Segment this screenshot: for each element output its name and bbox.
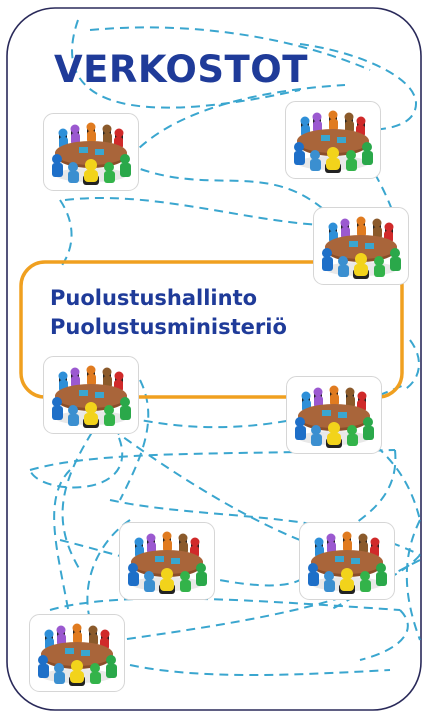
diagram-title: VERKOSTOT (54, 48, 308, 91)
round-table-meeting-icon (286, 376, 382, 454)
organization-line-1: Puolustushallinto (50, 286, 258, 310)
organization-box (19, 260, 404, 399)
round-table-meeting-icon (43, 113, 139, 191)
round-table-meeting-icon (119, 522, 215, 600)
round-table-meeting-icon (29, 614, 125, 692)
round-table-meeting-icon (285, 101, 381, 179)
outer-frame (6, 7, 422, 711)
organization-line-2: Puolustusministeriö (50, 315, 287, 339)
round-table-meeting-icon (313, 207, 409, 285)
round-table-meeting-icon (43, 356, 139, 434)
round-table-meeting-icon (299, 522, 395, 600)
